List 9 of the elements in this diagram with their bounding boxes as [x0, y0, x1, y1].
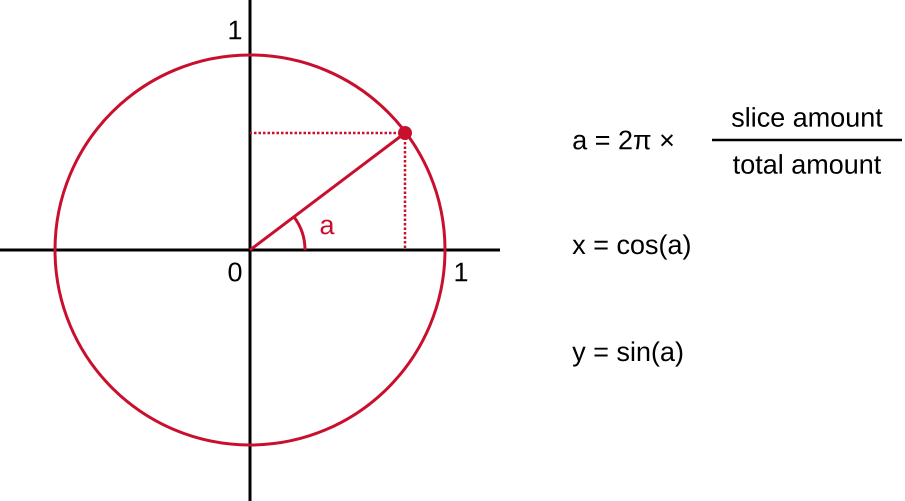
axis-tick-label: 1: [230, 20, 242, 40]
fraction-denominator: total amount: [733, 154, 882, 174]
angle-label: a: [320, 220, 335, 234]
formula-text: x = cos(a): [572, 234, 690, 260]
fraction-numerator: slice amount: [732, 107, 883, 127]
origin-label: 0: [228, 262, 242, 282]
axis-tick-label: 1: [456, 262, 468, 282]
formula-text: a = 2π ×: [573, 130, 674, 150]
formula-text: y = sin(a): [572, 341, 682, 367]
